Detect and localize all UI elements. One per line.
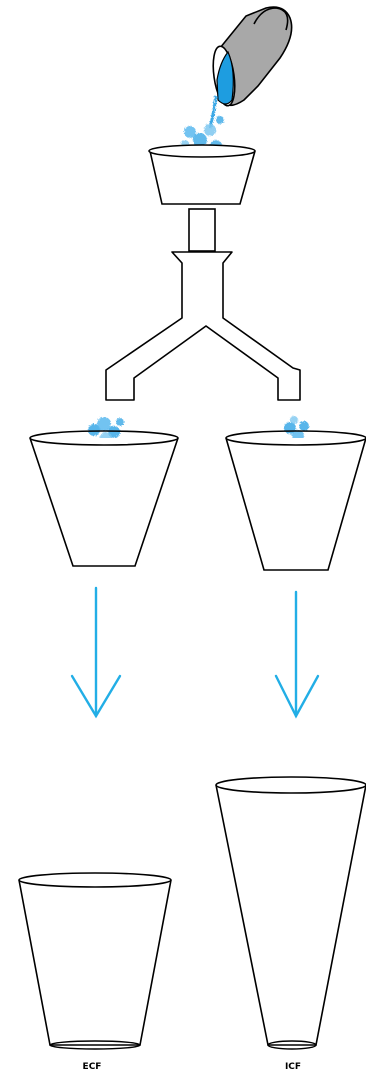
icf-label: ICF bbox=[285, 1062, 301, 1072]
arrow-down-icon bbox=[70, 586, 122, 719]
funnel-neck bbox=[188, 208, 216, 252]
left-receiving-cup bbox=[29, 430, 179, 567]
funnel-bowl bbox=[149, 150, 256, 205]
icf-container bbox=[215, 776, 366, 1050]
y-splitter-pipe bbox=[105, 251, 301, 401]
funnel-rim bbox=[148, 144, 256, 158]
funnel-icon bbox=[148, 144, 256, 252]
water-splash-left bbox=[88, 417, 124, 444]
right-receiving-cup bbox=[225, 430, 366, 571]
ecf-container bbox=[18, 872, 172, 1050]
splitter-outline bbox=[105, 251, 301, 401]
water-stream bbox=[208, 95, 218, 129]
pitcher-water bbox=[216, 50, 234, 105]
pitcher-icon bbox=[212, 6, 293, 107]
pitcher-handle bbox=[253, 7, 289, 31]
ecf-label: ECF bbox=[83, 1062, 102, 1072]
arrow-down-icon bbox=[274, 590, 320, 719]
